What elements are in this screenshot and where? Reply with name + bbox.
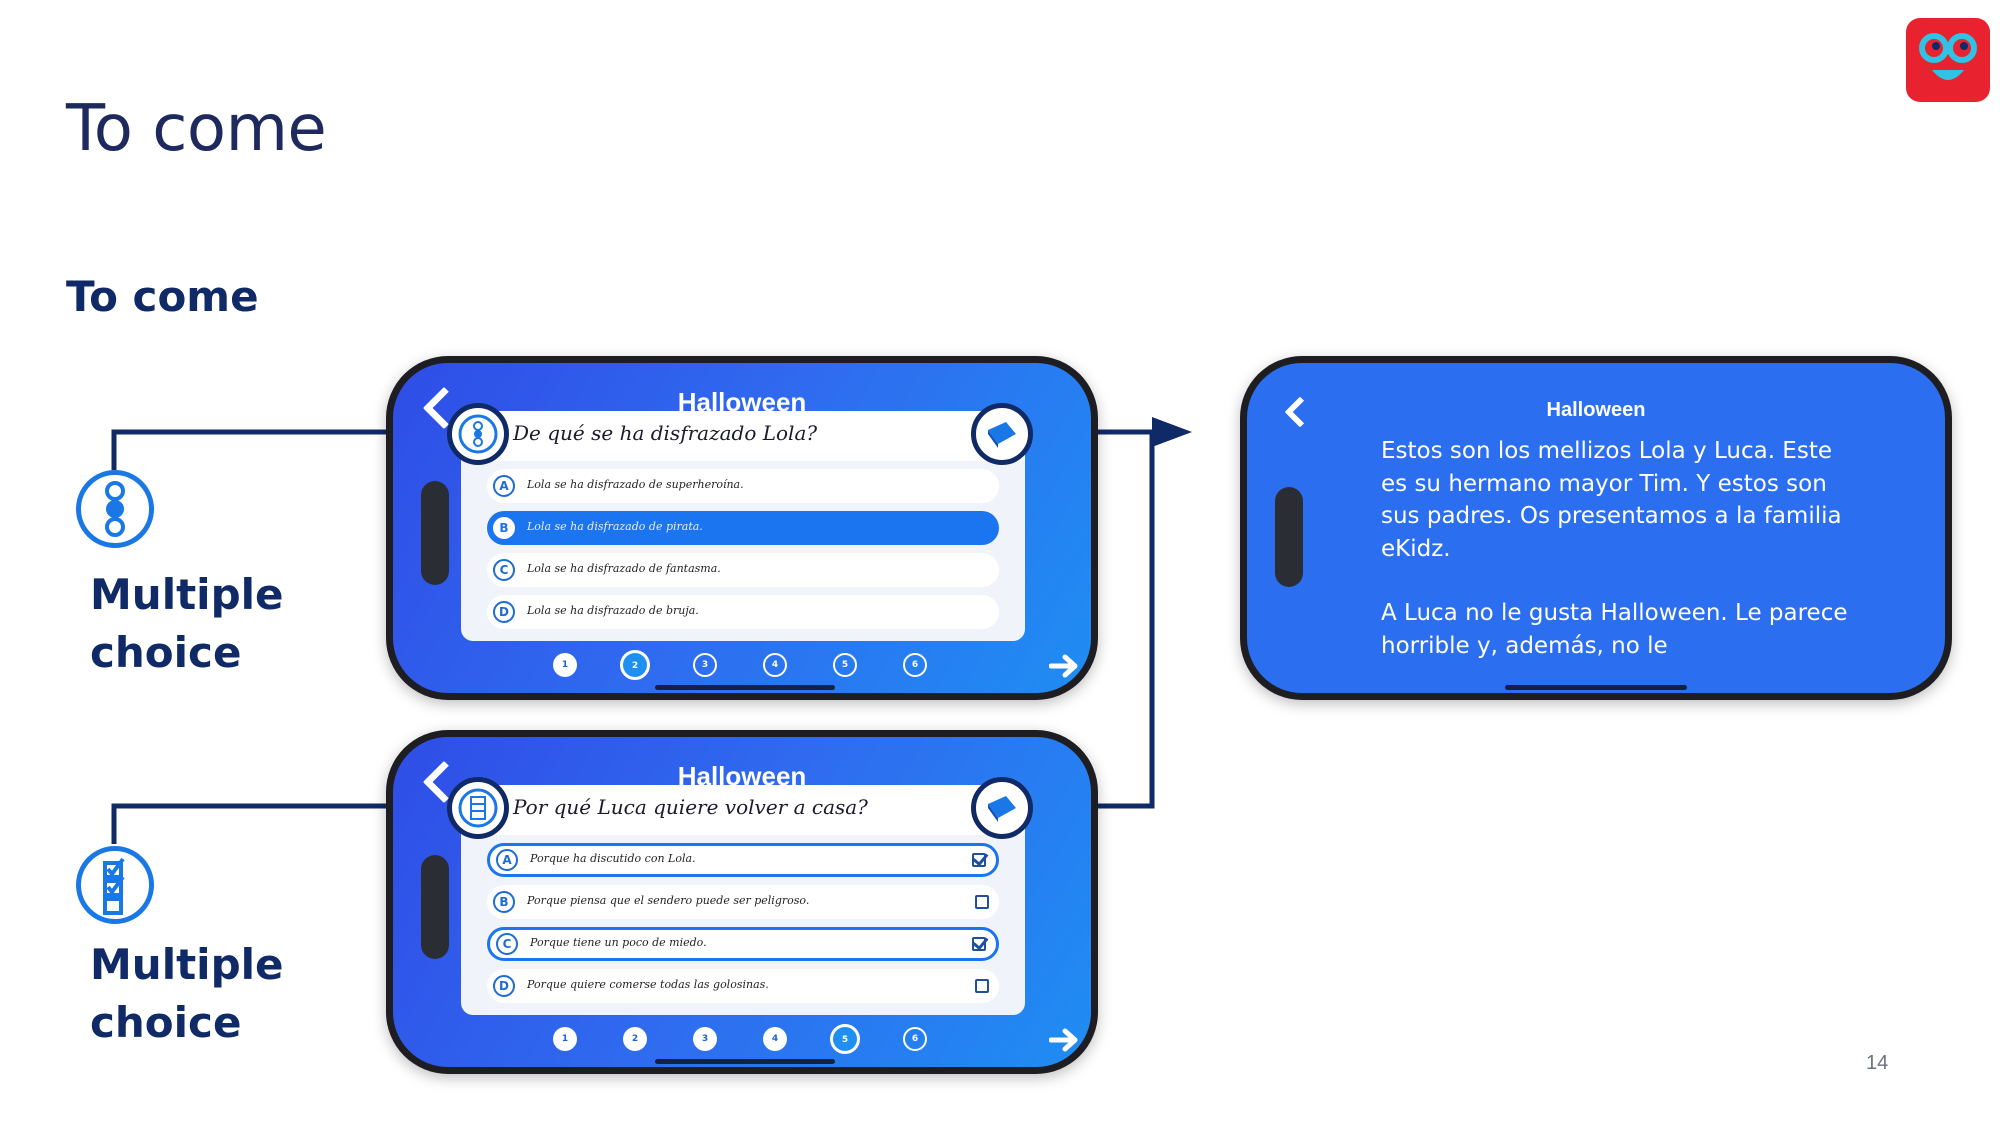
single-choice-icon: [76, 470, 154, 548]
multiple-choice-label-1: Multiple choice: [90, 570, 284, 677]
phone-notch: [1275, 487, 1303, 587]
next-arrow-icon[interactable]: [1049, 1027, 1083, 1053]
question-bar: Por qué Luca quiere volver a casa?: [461, 785, 1025, 835]
phone-screen: Halloween Estos son los mellizos Lola y …: [1247, 363, 1945, 693]
question-text: De qué se ha disfrazado Lola?: [513, 421, 818, 445]
page-number: 14: [1866, 1052, 1889, 1074]
ekidz-face-icon: [1919, 33, 1977, 80]
page-dot-4[interactable]: 4: [763, 1027, 787, 1051]
answer-option-d[interactable]: D Lola se ha disfrazado de bruja.: [487, 595, 999, 629]
next-arrow-icon[interactable]: [1049, 653, 1083, 679]
answer-option-a[interactable]: A Porque ha discutido con Lola.: [487, 843, 999, 877]
section-subtitle: To come: [66, 272, 259, 321]
page-dot-4[interactable]: 4: [763, 653, 787, 677]
story-text: Estos son los mellizos Lola y Luca. Este…: [1381, 435, 1861, 693]
answer-checkbox[interactable]: [975, 979, 989, 993]
book-icon[interactable]: [971, 403, 1033, 465]
multiple-choice-label-2: Multiple choice: [90, 940, 284, 1047]
quiz-card: Por qué Luca quiere volver a casa? A Por…: [461, 785, 1025, 1015]
page-dot-2[interactable]: 2: [623, 1027, 647, 1051]
answer-option-c[interactable]: C Lola se ha disfrazado de fantasma.: [487, 553, 999, 587]
answer-letter: B: [493, 891, 515, 913]
page-dot-3[interactable]: 3: [693, 653, 717, 677]
home-indicator: [1505, 685, 1687, 690]
answer-text: Porque quiere comerse todas las golosina…: [527, 978, 769, 991]
answer-option-b[interactable]: B Lola se ha disfrazado de pirata.: [487, 511, 999, 545]
quiz-card: De qué se ha disfrazado Lola? A Lola se …: [461, 411, 1025, 641]
home-indicator: [655, 685, 835, 690]
phone-notch: [421, 855, 449, 959]
phone-screen: Halloween Por qué Luca quiere volver a c…: [393, 737, 1091, 1067]
answer-letter: D: [493, 601, 515, 623]
answer-option-b[interactable]: B Porque piensa que el sendero puede ser…: [487, 885, 999, 919]
phone-multiple-choice: Halloween Por qué Luca quiere volver a c…: [386, 730, 1098, 1074]
answer-option-d[interactable]: D Porque quiere comerse todas las golosi…: [487, 969, 999, 1003]
page-dot-2[interactable]: 2: [620, 650, 650, 680]
answer-checkbox-checked[interactable]: [972, 937, 986, 951]
answer-text: Lola se ha disfrazado de pirata.: [527, 520, 703, 533]
answer-letter: B: [493, 517, 515, 539]
slide-title: To come: [66, 92, 327, 166]
answer-text: Lola se ha disfrazado de bruja.: [527, 604, 699, 617]
book-icon[interactable]: [971, 777, 1033, 839]
page-dot-6[interactable]: 6: [903, 653, 927, 677]
answer-letter: A: [493, 475, 515, 497]
answer-text: Porque piensa que el sendero puede ser p…: [527, 894, 810, 907]
answer-letter: D: [493, 975, 515, 997]
page-dot-1[interactable]: 1: [553, 653, 577, 677]
answer-letter: A: [496, 849, 518, 871]
question-text: Por qué Luca quiere volver a casa?: [513, 795, 868, 819]
question-bar: De qué se ha disfrazado Lola?: [461, 411, 1025, 461]
phone-screen: Halloween De qué se ha disfrazado Lola? …: [393, 363, 1091, 693]
question-type-icon: [447, 403, 509, 465]
answer-option-c[interactable]: C Porque tiene un poco de miedo.: [487, 927, 999, 961]
story-paragraph-1: Estos son los mellizos Lola y Luca. Este…: [1381, 438, 1842, 562]
question-type-checklist-icon: [447, 777, 509, 839]
page-dot-5[interactable]: 5: [833, 653, 857, 677]
home-indicator: [655, 1059, 835, 1064]
answer-letter: C: [496, 933, 518, 955]
page-dot-1[interactable]: 1: [553, 1027, 577, 1051]
page-dot-3[interactable]: 3: [693, 1027, 717, 1051]
answer-checkbox-checked[interactable]: [972, 853, 986, 867]
page-dot-6[interactable]: 6: [903, 1027, 927, 1051]
page-dot-5[interactable]: 5: [830, 1024, 860, 1054]
answer-letter: C: [493, 559, 515, 581]
answer-text: Lola se ha disfrazado de superheroína.: [527, 478, 744, 491]
ekidz-logo: [1906, 18, 1990, 102]
phone-reading: Halloween Estos son los mellizos Lola y …: [1240, 356, 1952, 700]
answer-checkbox[interactable]: [975, 895, 989, 909]
checklist-icon: [76, 846, 154, 924]
phone-notch: [421, 481, 449, 585]
answer-text: Porque ha discutido con Lola.: [530, 852, 696, 865]
app-title: Halloween: [1546, 399, 1646, 421]
story-paragraph-2: A Luca no le gusta Halloween. Le parece …: [1381, 600, 1848, 659]
answer-text: Porque tiene un poco de miedo.: [530, 936, 707, 949]
answer-text: Lola se ha disfrazado de fantasma.: [527, 562, 721, 575]
answer-option-a[interactable]: A Lola se ha disfrazado de superheroína.: [487, 469, 999, 503]
